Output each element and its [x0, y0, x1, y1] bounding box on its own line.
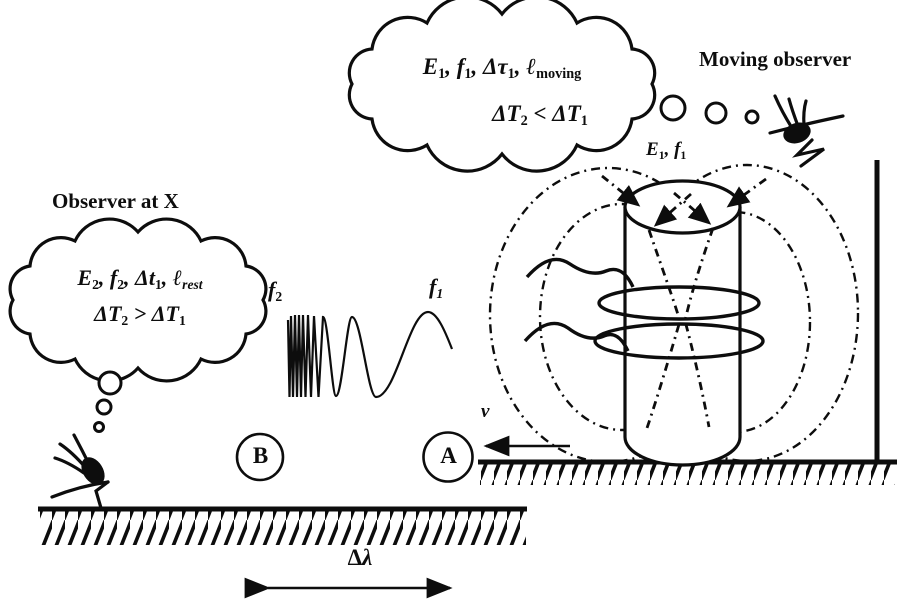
greater-than-sign: > [128, 301, 152, 326]
observer-at-x-heading: Observer at X [52, 189, 179, 213]
symbol-f2: , f [98, 265, 118, 290]
symbol-ell-moving: , ℓ [514, 54, 537, 79]
chirp-wave [286, 310, 454, 399]
symbol-E1: E [422, 54, 439, 79]
thought-cloud-rest [8, 217, 268, 383]
wavelength-label: Δλ [318, 545, 402, 570]
symbol-delta-tau1: , Δτ [471, 54, 508, 79]
thought-bubbles-moving [659, 94, 760, 125]
less-than-sign: < [527, 101, 553, 126]
wave-f1-label: f1 [429, 274, 444, 302]
eye-icon-moving-observer [768, 94, 845, 168]
eye-icon-observer-at-x [50, 433, 110, 510]
symbol-E2: E [77, 265, 93, 290]
ground-left-hatched [38, 506, 527, 545]
symbol-delta-t1: , Δt [124, 265, 155, 290]
moving-observer-heading: Moving observer [699, 47, 852, 71]
cloud-moving-quantities: E1, f1, Δτ1, ℓmoving [422, 54, 582, 83]
cloud-rest-comparison: ΔT2 > ΔT1 [94, 301, 186, 329]
point-a-label: A [440, 443, 457, 468]
symbol-ell-rest: , ℓ [161, 265, 183, 290]
symbol-f1: , f [445, 54, 465, 79]
internal-field-hourglass [601, 174, 767, 432]
cloud-moving-comparison: ΔT2 < ΔT1 [492, 101, 588, 130]
point-b-label: B [252, 443, 269, 468]
wave-f2-label: f2 [268, 277, 283, 305]
source-energy-frequency-label: E1, f1 [646, 139, 687, 162]
cloud-rest-quantities: E2, f2, Δt1, ℓrest [77, 265, 203, 293]
thought-bubbles-rest [93, 370, 123, 433]
thought-cloud-moving [347, 0, 657, 173]
velocity-label: v [481, 401, 490, 422]
lambda-symbol: λ [362, 545, 373, 570]
point-a-circle [422, 431, 474, 483]
point-b-circle [235, 432, 285, 482]
delta-symbol: Δ [347, 545, 363, 570]
wave-coil [523, 257, 765, 360]
